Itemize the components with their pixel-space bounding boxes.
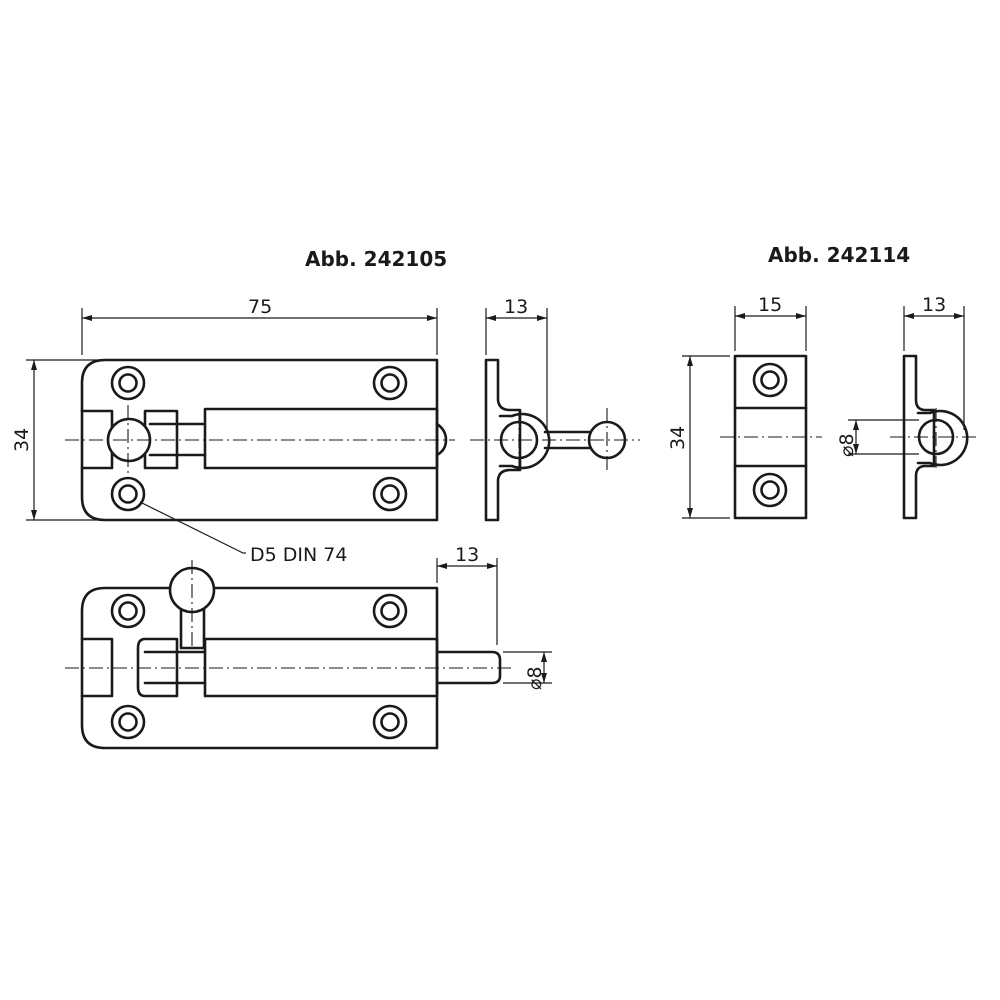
bolt-front-view-open [65,560,515,750]
dimension-bolt-diameter: ⌀8 [503,651,552,690]
dimension-keeper-side-width: 13 [903,294,965,430]
dimension-side-width: 13 [485,296,548,430]
dimension-keeper-side-width-label: 13 [922,294,946,316]
dimension-bolt-projection: 13 [436,544,498,645]
right-figure-title: Abb. 242114 [768,243,910,267]
keeper-side-view [890,354,980,520]
screw-hole [110,704,146,740]
dimension-keeper-height: 34 [667,355,730,519]
screw-hole [110,593,146,629]
screw-hole [110,476,146,512]
dimension-keeper-width-label: 15 [758,294,782,316]
screw-hole [372,476,408,512]
screw-hole [372,365,408,401]
dimension-bolt-diameter-label: ⌀8 [524,666,546,690]
bolt-side-view [470,358,640,522]
screw-hole [752,472,788,508]
screw-callout: D5 DIN 74 [139,501,347,566]
dimension-length: 75 [81,296,438,355]
keeper-front-view [720,354,822,520]
screw-hole [110,365,146,401]
bolt-front-view-closed [65,358,455,522]
dimension-length-label: 75 [248,296,272,318]
screw-hole [752,362,788,398]
screw-hole [372,593,408,629]
dimension-side-width-label: 13 [504,296,528,318]
dimension-height: 34 [11,359,100,521]
left-figure-title: Abb. 242105 [305,247,447,271]
dimension-keeper-hole-diameter-label: ⌀8 [836,433,858,457]
screw-hole [372,704,408,740]
screw-callout-label: D5 DIN 74 [250,544,347,566]
dimension-keeper-height-label: 34 [667,426,689,450]
dimension-bolt-projection-label: 13 [455,544,479,566]
dimension-height-label: 34 [11,428,33,452]
dimension-keeper-hole-diameter: ⌀8 [836,419,919,457]
dimension-keeper-width: 15 [734,294,807,351]
